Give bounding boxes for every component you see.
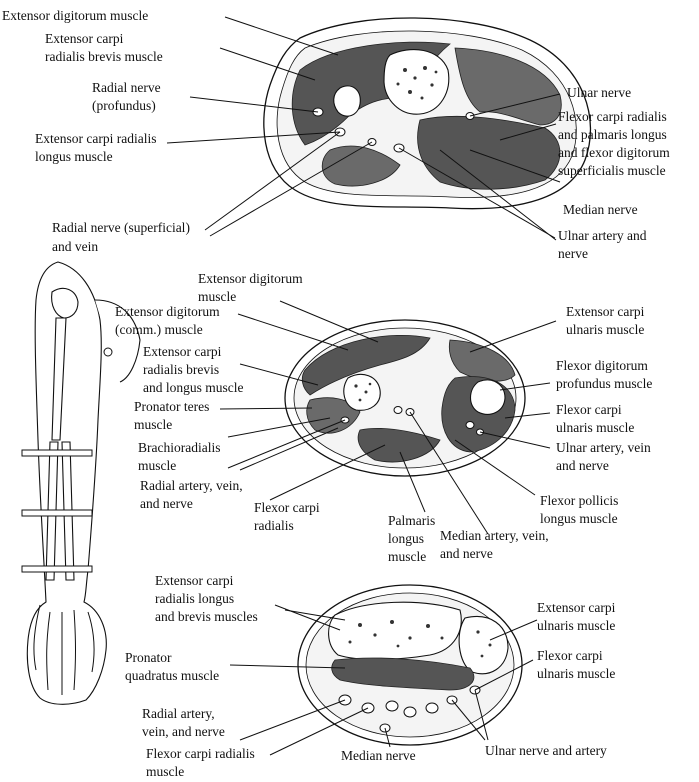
label-fcu-bot-line2: ulnaris muscle (537, 666, 615, 681)
label-ecrbl-line2: radialis brevis (143, 362, 219, 377)
label-fcr-mid-line2: radialis (254, 518, 294, 533)
label-flexor-group-line4: superficialis muscle (558, 163, 666, 178)
label-ecrl-line1: Extensor carpi radialis (35, 131, 156, 146)
label-ulnar-artery-line2: nerve (558, 246, 588, 261)
label-pq-line1: Pronator (125, 650, 172, 665)
label-fcu-mid-line2: ulnaris muscle (556, 420, 634, 435)
label-ecu-bot-line2: ulnaris muscle (537, 618, 615, 633)
bottom-cross-section (298, 585, 522, 745)
middle-cross-section (285, 320, 525, 476)
label-ext-dig-comm-line2: (comm.) muscle (115, 322, 203, 337)
label-ulnar-nerve: Ulnar nerve (567, 85, 631, 100)
label-ext-dig-comm-line1: Extensor digitorum (115, 304, 220, 319)
label-radial-avn-mid-line1: Radial artery, vein, (140, 478, 243, 493)
label-flexor-group-line2: and palmaris longus (558, 127, 667, 142)
label-median-avn-line2: and nerve (440, 546, 493, 561)
label-radial-avn-mid-line2: and nerve (140, 496, 193, 511)
label-flexor-group-line1: Flexor carpi radialis (558, 109, 667, 124)
label-ecu-mid-line1: Extensor carpi (566, 304, 645, 319)
label-median-nerve-top: Median nerve (563, 202, 638, 217)
label-fdp-line1: Flexor digitorum (556, 358, 648, 373)
label-radial-nerve-sup-line1: Radial nerve (superficial) (52, 220, 190, 235)
label-ecrlb-line3: and brevis muscles (155, 609, 258, 624)
label-ecu-bot-line1: Extensor carpi (537, 600, 616, 615)
label-pq-line2: quadratus muscle (125, 668, 219, 683)
label-extensor-digitorum: Extensor digitorum muscle (2, 8, 148, 23)
label-fcr-bot-line2: muscle (146, 764, 184, 779)
label-ecrb-line1: Extensor carpi (45, 31, 124, 46)
label-flexor-group-line3: and flexor digitorum (558, 145, 670, 160)
label-brachioradialis-line2: muscle (138, 458, 176, 473)
label-fpl-line1: Flexor pollicis (540, 493, 618, 508)
label-ecrl-line2: longus muscle (35, 149, 113, 164)
label-ulnar-artery-line1: Ulnar artery and (558, 228, 647, 243)
label-fcr-bot-line1: Flexor carpi radialis (146, 746, 255, 761)
label-fpl-line2: longus muscle (540, 511, 618, 526)
label-ecrbl-line3: and longus muscle (143, 380, 244, 395)
label-ecu-mid-line2: ulnaris muscle (566, 322, 644, 337)
label-ext-dig-line1: Extensor digitorum (198, 271, 303, 286)
label-palmaris-line1: Palmaris (388, 513, 435, 528)
label-ecrb-line2: radialis brevis muscle (45, 49, 163, 64)
label-median-avn-line1: Median artery, vein, (440, 528, 549, 543)
label-brachioradialis-line1: Brachioradialis (138, 440, 220, 455)
label-ecrlb-line2: radialis longus (155, 591, 234, 606)
label-ecrlb-line1: Extensor carpi (155, 573, 234, 588)
label-pronator-teres-line2: muscle (134, 417, 172, 432)
label-palmaris-line3: muscle (388, 549, 426, 564)
label-radial-avn-bot-line1: Radial artery, (142, 706, 215, 721)
label-radial-nerve-sup-line2: and vein (52, 239, 98, 254)
label-ulnar-avn-line1: Ulnar artery, vein (556, 440, 651, 455)
label-fcu-mid-line1: Flexor carpi (556, 402, 622, 417)
label-palmaris-line2: longus (388, 531, 424, 546)
label-pronator-teres-line1: Pronator teres (134, 399, 209, 414)
label-radial-nerve-prof-line2: (profundus) (92, 98, 156, 113)
label-fcu-bot-line1: Flexor carpi (537, 648, 603, 663)
label-fcr-mid-line1: Flexor carpi (254, 500, 320, 515)
label-ulnar-nerve-artery: Ulnar nerve and artery (485, 743, 607, 758)
label-ulnar-avn-line2: and nerve (556, 458, 609, 473)
label-ext-dig-line2: muscle (198, 289, 236, 304)
label-radial-avn-bot-line2: vein, and nerve (142, 724, 225, 739)
label-radial-nerve-prof-line1: Radial nerve (92, 80, 161, 95)
label-median-nerve-bot: Median nerve (341, 748, 416, 763)
label-ecrbl-line1: Extensor carpi (143, 344, 222, 359)
label-fdp-line2: profundus muscle (556, 376, 652, 391)
